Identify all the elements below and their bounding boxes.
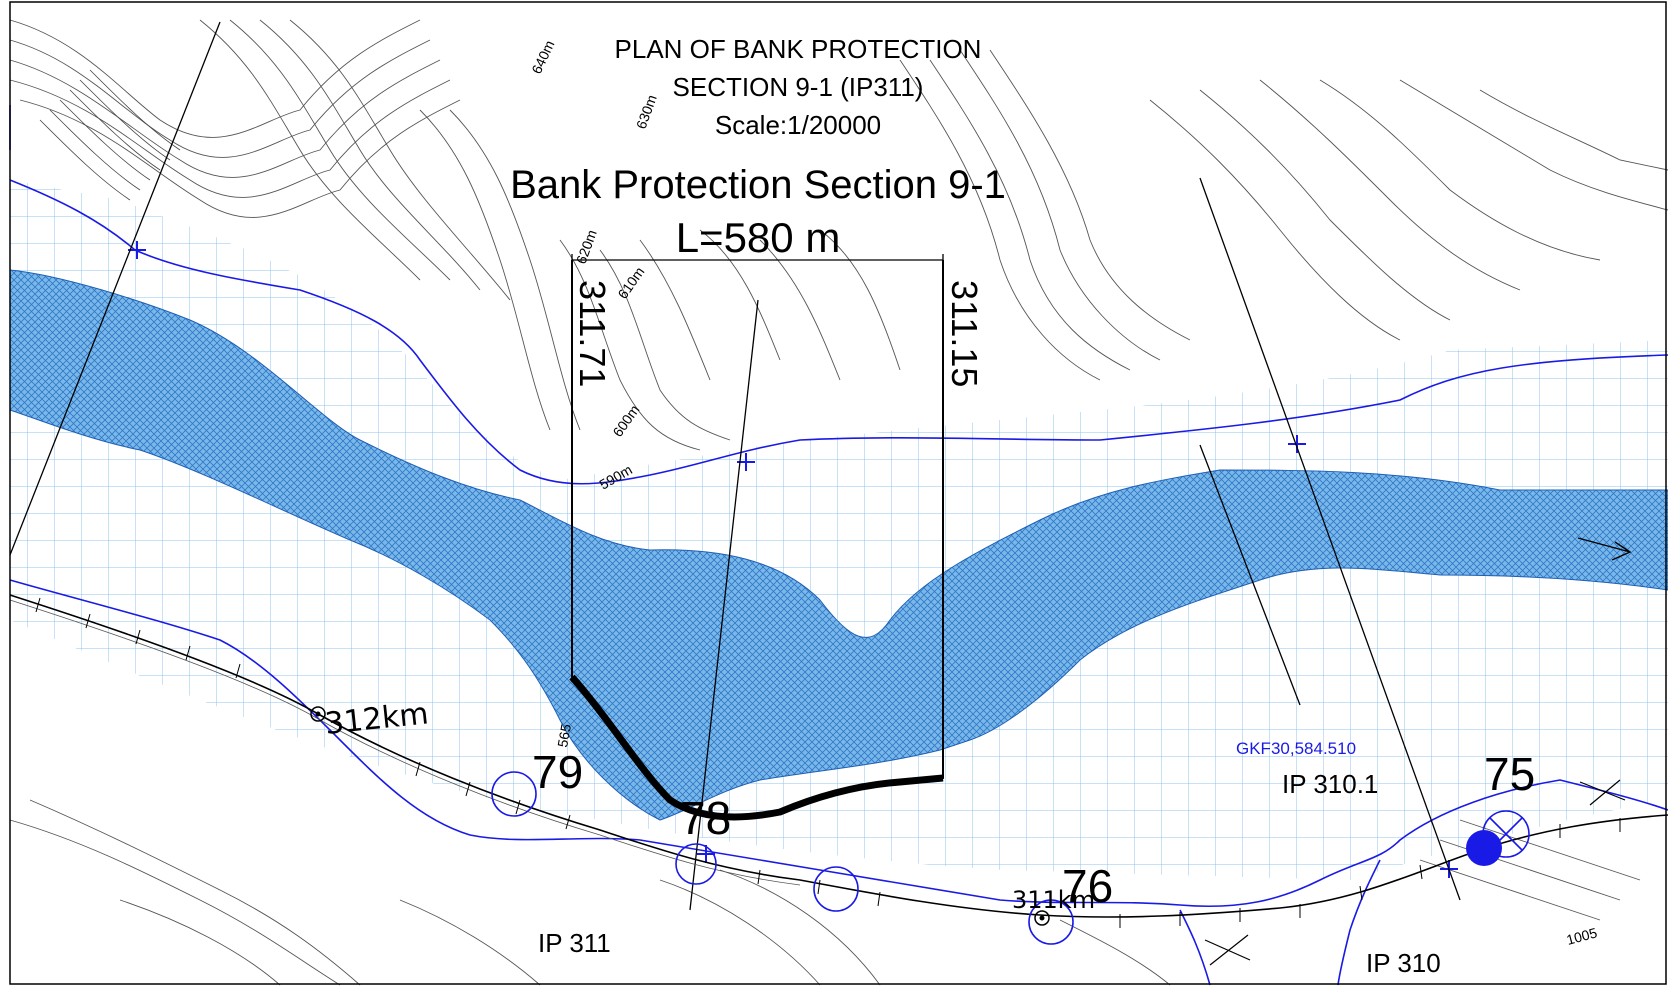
station-78-label: 78 bbox=[680, 792, 731, 844]
chainage-end: 311.15 bbox=[944, 280, 985, 387]
contour-cluster bbox=[39, 69, 181, 201]
contour-label-630: 630m bbox=[633, 93, 660, 131]
section-length: L=580 m bbox=[676, 214, 841, 261]
crossing-markers bbox=[1204, 779, 1626, 966]
contour-label-1005: 1005 bbox=[1565, 924, 1599, 948]
title-block: PLAN OF BANK PROTECTION SECTION 9-1 (IP3… bbox=[615, 34, 982, 140]
ip-310-1-label: IP 310.1 bbox=[1282, 769, 1378, 799]
contour-label-600: 600m bbox=[609, 402, 642, 440]
station-circle-77 bbox=[813, 866, 859, 912]
ip-311-label: IP 311 bbox=[538, 928, 611, 958]
flow-direction-arrow bbox=[1577, 537, 1632, 561]
road-ticks bbox=[35, 597, 1621, 928]
stream-lines bbox=[9, 105, 1668, 986]
contour-lines bbox=[9, 19, 1668, 986]
station-79-label: 79 bbox=[532, 746, 583, 798]
bank-protection-wall bbox=[569, 674, 944, 821]
survey-lines bbox=[9, 21, 1461, 911]
map-frame bbox=[9, 1, 1667, 985]
title-line2: SECTION 9-1 (IP311) bbox=[673, 72, 924, 102]
river-channel bbox=[9, 269, 1668, 821]
section-name: Bank Protection Section 9-1 bbox=[510, 163, 1006, 207]
km-311-label: 311km bbox=[1012, 886, 1095, 914]
station-circles bbox=[491, 771, 1530, 945]
station-circle-79 bbox=[491, 771, 537, 817]
gkf-label: GKF30,584.510 bbox=[1236, 739, 1356, 758]
ip-310-label: IP 310 bbox=[1366, 948, 1441, 978]
station-75-label: 75 bbox=[1484, 748, 1535, 800]
station-cross-75 bbox=[1489, 817, 1523, 851]
contour-label-640: 640m bbox=[528, 38, 557, 77]
contour-label-565: 565 bbox=[554, 723, 574, 749]
station-dot-75 bbox=[1466, 830, 1502, 866]
dimension-ticks bbox=[571, 254, 944, 266]
station-76-label: 76 bbox=[1062, 860, 1113, 912]
title-line1: PLAN OF BANK PROTECTION bbox=[615, 34, 982, 64]
chainage-start: 311.71 bbox=[572, 280, 613, 387]
station-circle-76 bbox=[1028, 899, 1074, 945]
km-markers bbox=[310, 706, 1050, 926]
station-circle-78 bbox=[675, 843, 717, 885]
title-scale: Scale:1/20000 bbox=[715, 110, 881, 140]
